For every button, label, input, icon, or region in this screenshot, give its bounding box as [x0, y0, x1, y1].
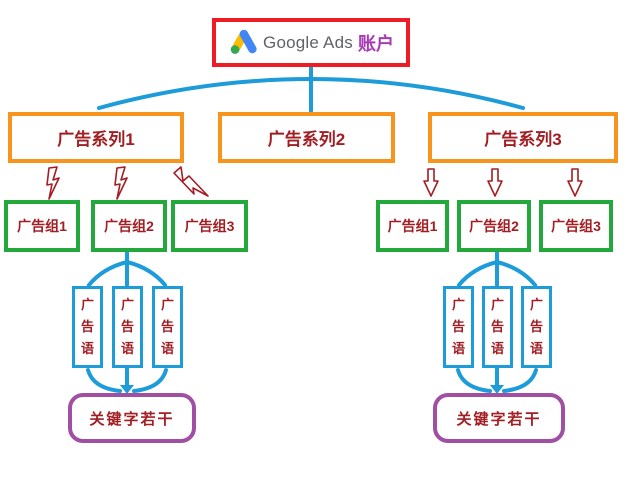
right-ads-to-keywords-connectors — [456, 367, 538, 393]
right-keywords-node: 关键字若干 — [433, 393, 565, 443]
left-adgroup-2-label: 广告组2 — [104, 218, 154, 234]
left-keywords-label: 关键字若干 — [89, 410, 175, 428]
left-adcopy-3-label: 广告语 — [160, 297, 174, 356]
right-adgroup-1-label: 广告组1 — [387, 218, 438, 234]
right-adgroup-3-label: 广告组3 — [551, 218, 601, 234]
left-ads-to-keywords-connectors — [86, 367, 168, 393]
right-adgroup-3-node: 广告组3 — [539, 200, 613, 252]
right-adgroup-2-node: 广告组2 — [457, 200, 531, 252]
account-node: Google Ads 账户 — [212, 18, 410, 67]
right-adcopy-2-node: 广告语 — [482, 286, 513, 368]
left-adgroup-3-label: 广告组3 — [184, 218, 235, 234]
down-arrow-icon — [423, 168, 439, 197]
down-arrow-icon — [487, 168, 503, 197]
right-adcopy-3-node: 广告语 — [521, 286, 552, 368]
left-adgroup-3-node: 广告组3 — [171, 200, 248, 252]
lightning-arrow-icon — [46, 166, 60, 200]
left-adgroup-to-ads-connectors — [87, 251, 167, 287]
right-adgroup-1-node: 广告组1 — [376, 200, 449, 252]
brand-text: Google Ads — [263, 32, 353, 52]
account-to-campaign-connectors — [97, 65, 525, 113]
campaign-1-label: 广告系列1 — [57, 130, 135, 149]
left-adcopy-2-label: 广告语 — [120, 297, 134, 356]
lightning-arrow-icon — [173, 166, 209, 197]
campaign-1-node: 广告系列1 — [8, 112, 184, 163]
left-keywords-node: 关键字若干 — [68, 393, 196, 443]
right-adgroup-2-label: 广告组2 — [469, 218, 519, 234]
lightning-arrow-icons — [46, 166, 209, 200]
left-adcopy-3-node: 广告语 — [152, 286, 183, 368]
down-arrow-icons — [423, 168, 583, 197]
left-adcopy-2-node: 广告语 — [112, 286, 143, 368]
right-adcopy-3-label: 广告语 — [529, 297, 543, 356]
left-adcopy-1-label: 广告语 — [80, 297, 94, 356]
campaign-2-node: 广告系列2 — [218, 112, 395, 163]
lightning-arrow-icon — [114, 166, 128, 200]
campaign-2-label: 广告系列2 — [267, 130, 346, 149]
right-adgroup-to-ads-connectors — [457, 251, 537, 287]
campaign-3-node: 广告系列3 — [428, 112, 618, 163]
right-adcopy-1-node: 广告语 — [443, 286, 474, 368]
left-adgroup-2-node: 广告组2 — [91, 200, 167, 252]
google-ads-logo-icon — [230, 29, 257, 54]
account-label: 账户 — [357, 33, 394, 54]
right-keywords-label: 关键字若干 — [456, 410, 542, 428]
right-adcopy-2-label: 广告语 — [490, 297, 504, 356]
campaign-3-label: 广告系列3 — [484, 130, 562, 149]
left-adcopy-1-node: 广告语 — [72, 286, 103, 368]
left-adgroup-1-label: 广告组1 — [17, 218, 67, 234]
right-adcopy-1-label: 广告语 — [451, 297, 465, 356]
down-arrow-icon — [567, 168, 583, 197]
left-adgroup-1-node: 广告组1 — [4, 200, 80, 252]
